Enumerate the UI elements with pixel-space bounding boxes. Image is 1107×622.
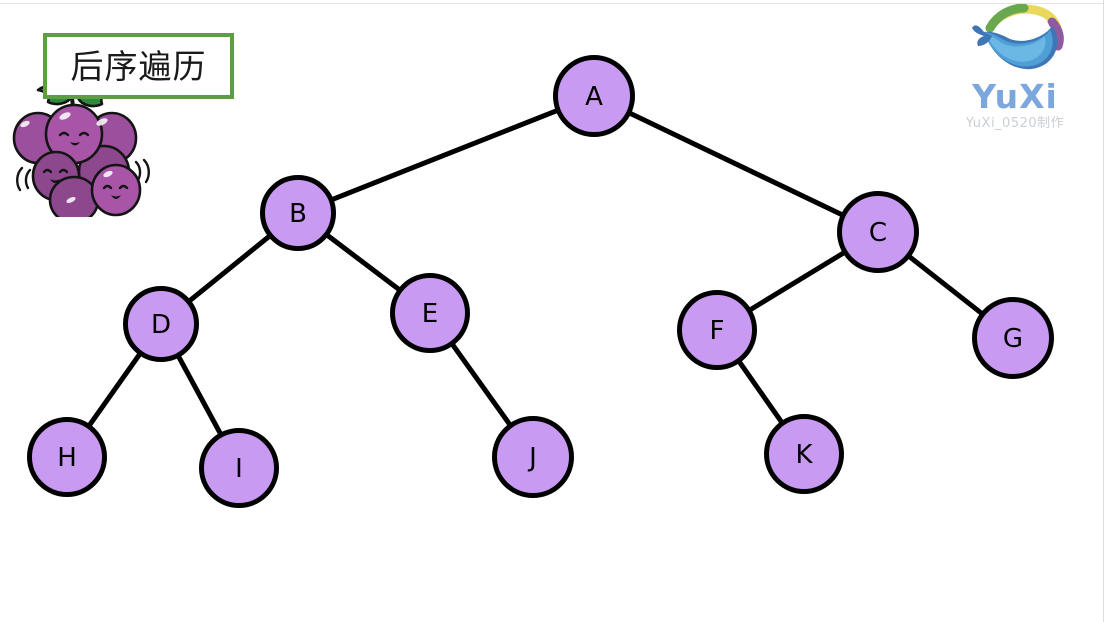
tree-node-f[interactable]: F [677, 290, 757, 370]
tree-node-circle-e [390, 273, 470, 353]
tree-node-circle-h [27, 417, 107, 497]
tree-edge-c-g [906, 253, 985, 317]
tree-node-b[interactable]: B [260, 175, 336, 251]
tree-edge-b-e [324, 232, 403, 293]
tree-node-label-e: E [422, 299, 438, 329]
tree-node-circle-a [553, 55, 635, 137]
tree-node-label-c: C [869, 218, 887, 248]
tree-node-circle-b [260, 175, 336, 251]
tree-edge-d-h [86, 350, 143, 429]
tree-edge-f-k [736, 358, 785, 426]
tree-node-label-h: H [57, 443, 77, 473]
brand-logo-block: YuXi YuXi_0520制作 [930, 4, 1100, 149]
tree-node-label-g: G [1003, 324, 1023, 354]
whale-logo-icon [972, 4, 1064, 70]
tree-node-a[interactable]: A [553, 55, 635, 137]
tree-node-label-f: F [710, 316, 725, 346]
tree-node-circle-g [972, 297, 1054, 379]
top-edge-line [0, 3, 1103, 4]
tree-node-label-j: J [527, 443, 537, 473]
tree-node-e[interactable]: E [390, 273, 470, 353]
tree-node-group: A B C D E F G H I J K [27, 55, 1054, 508]
tree-node-circle-d [123, 286, 199, 362]
page-title: 后序遍历 [70, 46, 207, 86]
tree-node-j[interactable]: J [492, 416, 574, 498]
tree-edge-b-d [186, 233, 273, 304]
brand-credit: YuXi_0520制作 [965, 115, 1065, 131]
tree-node-i[interactable]: I [199, 428, 279, 508]
tree-node-label-i: I [235, 454, 243, 484]
tree-node-label-k: K [795, 440, 813, 470]
tree-edge-group [86, 107, 985, 438]
tree-node-circle-c [837, 191, 919, 273]
tree-node-label-b: B [289, 199, 307, 229]
tree-node-c[interactable]: C [837, 191, 919, 273]
grape-cluster-illustration [12, 84, 150, 217]
right-edge-line [1103, 0, 1104, 622]
tree-node-label-a: A [585, 82, 603, 112]
tree-node-h[interactable]: H [27, 417, 107, 497]
tree-edge-c-f [746, 249, 848, 313]
tree-node-d[interactable]: D [123, 286, 199, 362]
tree-node-k[interactable]: K [764, 414, 844, 494]
tree-node-label-d: D [151, 310, 171, 340]
tree-edge-a-b [328, 107, 561, 203]
title-box: 后序遍历 [43, 33, 234, 99]
tree-edge-d-i [175, 353, 224, 438]
tree-node-circle-f [677, 290, 757, 370]
tree-node-circle-i [199, 428, 279, 508]
tree-node-g[interactable]: G [972, 297, 1054, 379]
tree-edge-e-j [449, 341, 513, 428]
tree-edge-a-c [626, 110, 846, 218]
tree-node-circle-k [764, 414, 844, 494]
brand-wordmark: YuXi [972, 77, 1058, 116]
tree-node-circle-j [492, 416, 574, 498]
